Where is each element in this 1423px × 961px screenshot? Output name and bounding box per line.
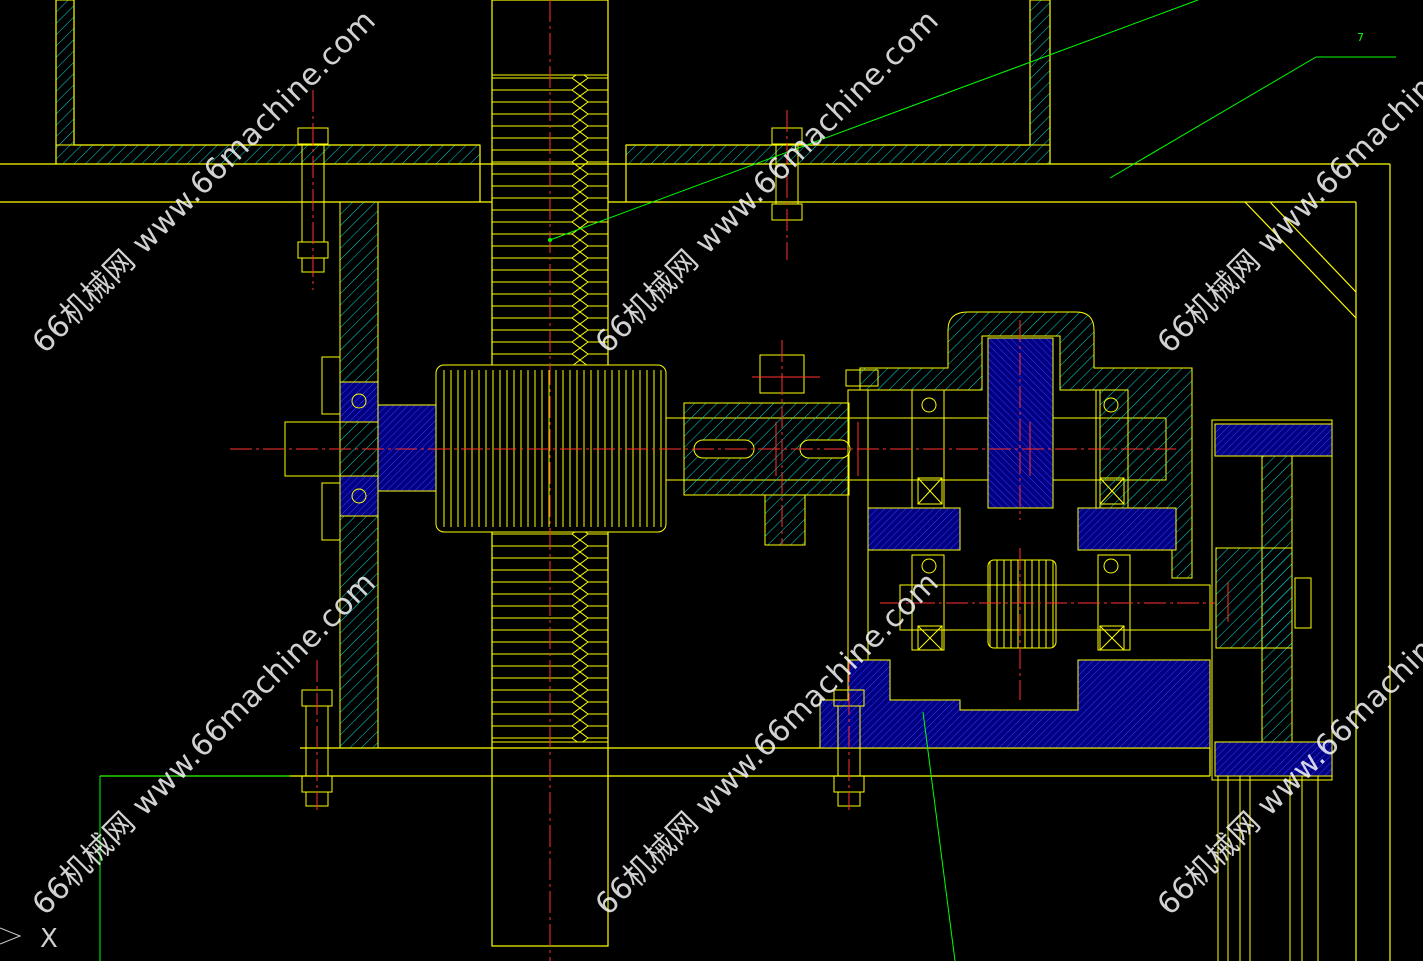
gearbox-bearing-balls bbox=[917, 397, 1125, 651]
pinion-gear bbox=[435, 364, 667, 533]
leader-dot bbox=[548, 238, 552, 242]
left-bearings bbox=[339, 381, 379, 517]
top-plate-hatch bbox=[55, 0, 1051, 165]
leader-lines bbox=[99, 0, 1396, 961]
ucs-axis-label: X bbox=[40, 924, 58, 954]
ucs-icon bbox=[0, 927, 22, 945]
left-support-plate bbox=[321, 201, 379, 749]
leader-number-label: 7 bbox=[1357, 31, 1364, 44]
center-lines bbox=[230, 0, 1215, 961]
dimension-marks bbox=[752, 376, 1229, 622]
v-belt-pulley bbox=[1211, 419, 1333, 961]
